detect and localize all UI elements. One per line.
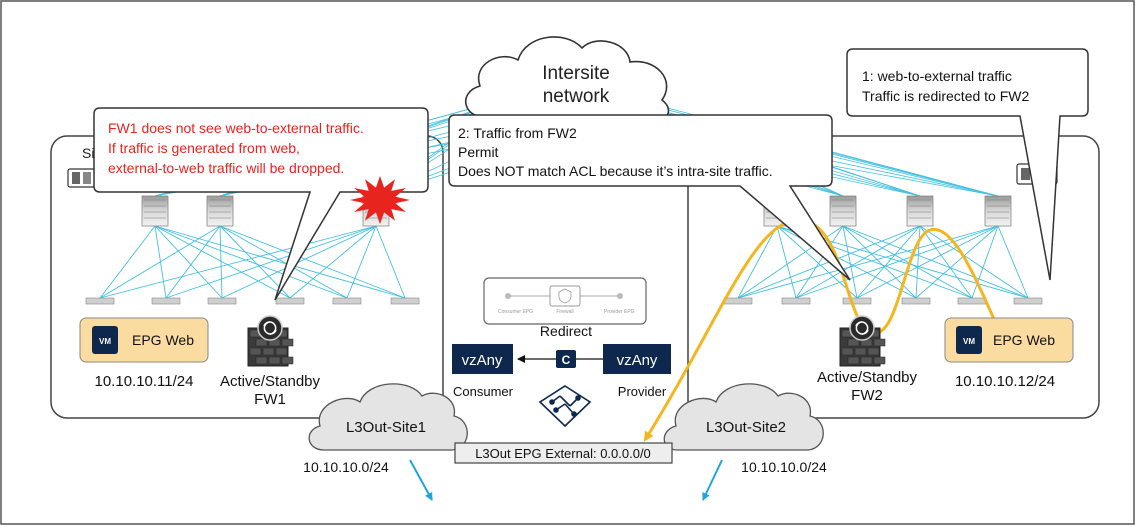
leaf-switch xyxy=(957,297,987,305)
leaf-switch xyxy=(332,297,362,305)
callout-fw2-line3: Does NOT match ACL because it’s intra-si… xyxy=(458,163,773,179)
l3out-site1-cloud: L3Out-Site1 xyxy=(308,383,468,451)
callout-redirect: 1: web-to-external traffic Traffic is re… xyxy=(846,48,1089,281)
l3out-site1-arrow xyxy=(409,459,433,501)
consumer-vzany-box xyxy=(452,344,513,374)
cloud-title-line1: Intersite xyxy=(542,63,610,84)
provider-label: Provider xyxy=(618,384,667,399)
vm-icon-text: VM xyxy=(99,337,111,346)
firewall-icon xyxy=(247,315,294,367)
orchestrator-icon xyxy=(538,385,592,428)
consumer-label: Consumer xyxy=(453,384,514,399)
l3out-site1-subnet: 10.10.10.0/24 xyxy=(303,459,389,475)
graph-consumer-text: Consumer EPG xyxy=(498,309,533,315)
leaf-switch xyxy=(723,297,753,305)
contract-letter: C xyxy=(562,353,571,367)
leaf-switches xyxy=(85,297,1043,305)
leaf-switch xyxy=(390,297,420,305)
leaf-switch xyxy=(85,297,115,305)
consumer-vzany-text: vzAny xyxy=(462,352,503,369)
contract-diagram: vzAny vzAny C Consumer Provider xyxy=(452,344,671,399)
callout-fw1: FW1 does not see web-to-external traffic… xyxy=(93,107,429,301)
leaf-switch xyxy=(275,297,305,305)
leaf-switch xyxy=(207,297,237,305)
provider-vzany-text: vzAny xyxy=(617,352,658,369)
vm-icon xyxy=(956,326,982,354)
intersite-cloud: Intersite network xyxy=(464,36,670,125)
provider-vzany-box xyxy=(603,344,671,374)
leaf-switch xyxy=(901,297,931,305)
spine-switch xyxy=(906,195,934,227)
l3out-site2-label: L3Out-Site2 xyxy=(706,419,786,436)
graph-provider-text: Provider EPG xyxy=(604,309,635,315)
leaf-switch xyxy=(151,297,181,305)
callout-fw1-line2: If traffic is generated from web, xyxy=(108,140,300,156)
fw1-label-line1: Active/Standby xyxy=(220,373,321,390)
l3out-epg-box xyxy=(454,442,673,464)
leaf-switch xyxy=(1013,297,1043,305)
contract-icon xyxy=(556,350,576,368)
firewall-badge xyxy=(849,315,875,341)
left-epg-label: EPG Web xyxy=(132,332,194,348)
l3out-site2-arrow xyxy=(702,459,723,501)
right-epg-ip: 10.10.10.12/24 xyxy=(955,373,1055,390)
fw2-label-line1: Active/Standby xyxy=(817,369,918,386)
spine-switch xyxy=(206,195,234,227)
callout-fw1-line1: FW1 does not see web-to-external traffic… xyxy=(108,120,364,136)
vm-icon-text: VM xyxy=(963,337,975,346)
left-epg-ip: 10.10.10.11/24 xyxy=(95,373,194,390)
l3out-site1-label: L3Out-Site1 xyxy=(346,419,426,436)
callout-fw2-line1: 2: Traffic from FW2 xyxy=(458,125,577,141)
redirect-label: Redirect xyxy=(540,323,592,339)
cloud-title-line2: network xyxy=(543,86,610,107)
service-graph: Consumer EPG Firewall Provider EPG Redir… xyxy=(483,277,647,339)
l3out-site2-cloud: L3Out-Site2 xyxy=(663,383,824,451)
callout-fw2-line2: Permit xyxy=(458,144,499,160)
callout-fw2: 2: Traffic from FW2 Permit Does NOT matc… xyxy=(448,114,851,281)
site1-label: Si xyxy=(82,145,94,161)
callout-fw1-line3: external-to-web traffic will be dropped. xyxy=(108,160,344,176)
drop-burst-icon xyxy=(350,176,410,224)
left-epg-box: VM EPG Web xyxy=(79,317,209,363)
leaf-switch xyxy=(781,297,811,305)
fw2-label-line2: FW2 xyxy=(851,387,883,404)
leaf-switch xyxy=(842,297,872,305)
fw1-label-line2: FW1 xyxy=(254,391,286,408)
callout-redirect-line2: Traffic is redirected to FW2 xyxy=(862,88,1029,104)
shield-icon xyxy=(558,288,572,304)
spine-switch xyxy=(829,195,857,227)
spine-switch xyxy=(141,195,169,227)
callout-redirect-line1: 1: web-to-external traffic xyxy=(862,68,1012,84)
graph-firewall-text: Firewall xyxy=(556,309,573,315)
right-epg-label: EPG Web xyxy=(993,332,1055,348)
firewall-icon xyxy=(839,315,886,367)
firewall-badge xyxy=(257,315,283,341)
vm-icon xyxy=(92,326,118,354)
spine-switch xyxy=(984,195,1012,227)
l3out-epg-label: L3Out EPG External: 0.0.0.0/0 xyxy=(475,446,651,461)
l3out-site2-subnet: 10.10.10.0/24 xyxy=(741,459,827,475)
right-epg-box: VM EPG Web xyxy=(944,317,1074,363)
